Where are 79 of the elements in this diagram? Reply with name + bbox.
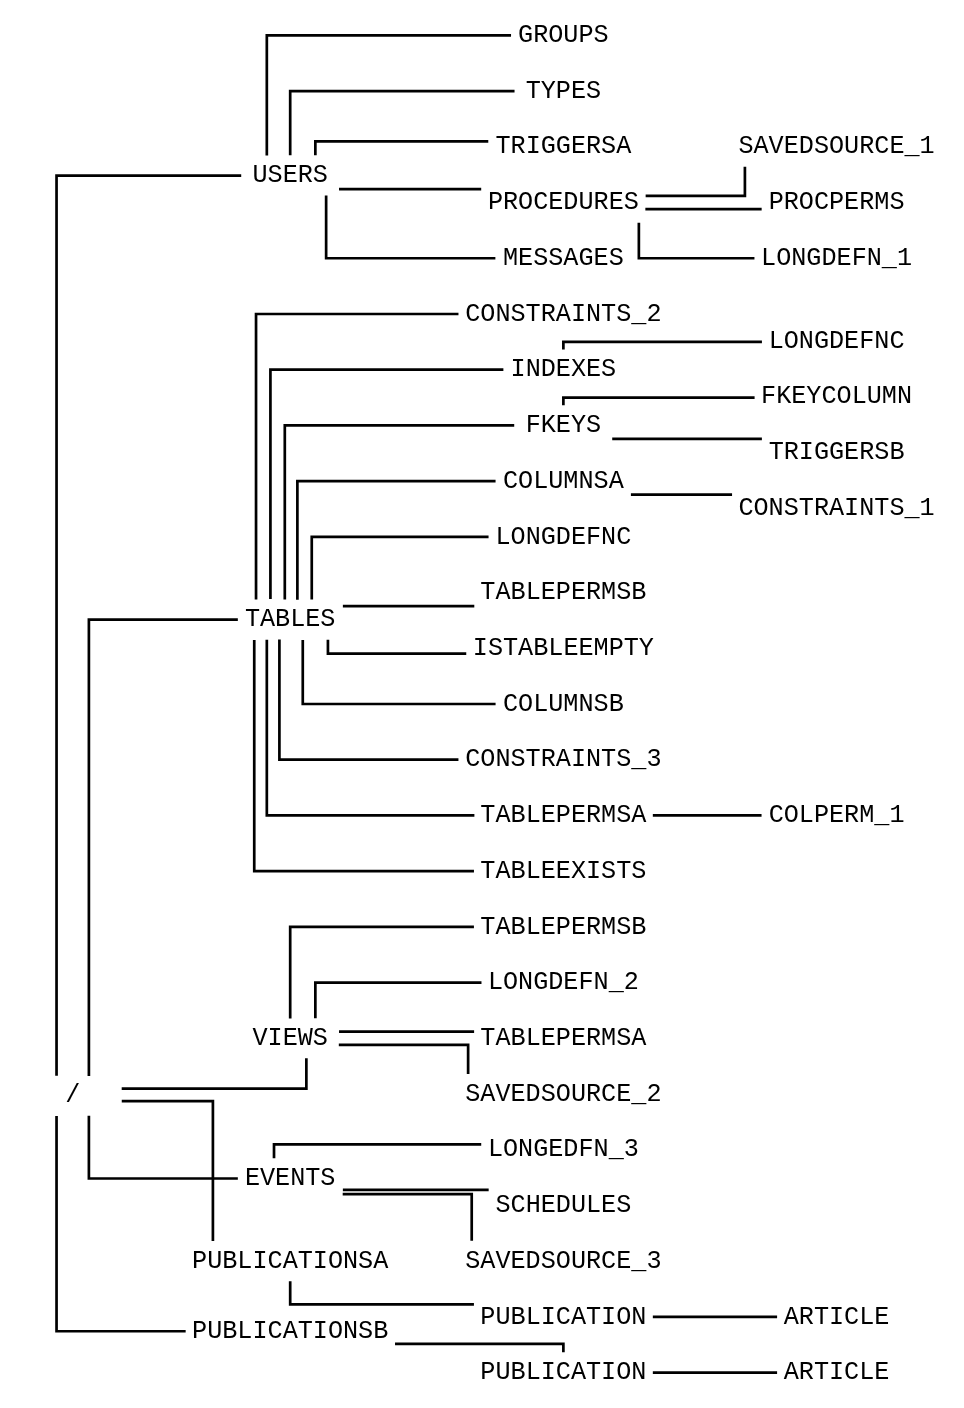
connector [87, 1115, 238, 1180]
node-text: PUBLICATION [479, 1302, 646, 1332]
node-text: EVENTS [244, 1164, 335, 1194]
connector [252, 640, 474, 873]
node-text: LONGDEFNC [494, 522, 631, 552]
node-text: TABLEEXISTS [479, 856, 646, 886]
node-text: VIEWS [251, 1023, 328, 1053]
connector [295, 479, 496, 600]
connector [87, 618, 238, 1076]
node-text: TABLEPERMSA [479, 1023, 646, 1053]
node-text: COLUMNSA [502, 466, 624, 496]
node-text: PROCEDURES [487, 188, 639, 218]
node-text: ARTICLE [783, 1358, 889, 1388]
node-text: PUBLICATIONSB [191, 1316, 388, 1346]
connector [282, 424, 514, 600]
node-text: ARTICLE [783, 1302, 889, 1332]
connector [288, 925, 474, 1019]
node-text: FKEYS [525, 411, 601, 441]
node-text: TRIGGERSB [768, 438, 905, 468]
connector [611, 437, 762, 441]
node-text: TRIGGERSA [494, 132, 631, 162]
connector [300, 640, 496, 706]
node-text: SAVEDSOURCE_2 [464, 1079, 662, 1109]
connector [288, 89, 515, 156]
connector [342, 604, 474, 608]
connector [644, 207, 762, 211]
connector [121, 1099, 214, 1241]
connector [630, 493, 732, 496]
node-text: PUBLICATIONSA [191, 1246, 388, 1276]
node-text: USERS [251, 161, 328, 191]
node-text: TABLES [244, 605, 335, 635]
connector [313, 981, 481, 1019]
connector [309, 535, 489, 600]
node-text: INDEXES [510, 355, 616, 385]
connector [254, 312, 458, 600]
node-text: LONGDEFNC [768, 326, 905, 356]
connector [338, 1043, 469, 1075]
connector [264, 639, 474, 817]
connector [338, 1030, 474, 1034]
node-text: LONGDEFN_2 [487, 968, 639, 998]
node-text: TABLEPERMSB [479, 578, 646, 608]
connector [326, 639, 466, 656]
connector [288, 1281, 474, 1306]
node-text: CONSTRAINTS_1 [737, 493, 935, 523]
connector [268, 368, 503, 600]
node-text: PROCPERMS [768, 188, 905, 218]
connector [313, 140, 488, 156]
node-text: CONSTRAINTS_3 [464, 745, 662, 775]
node-text: SAVEDSOURCE_3 [464, 1246, 662, 1276]
connector [324, 195, 495, 260]
node-text: TABLEPERMSA [479, 801, 646, 831]
node-text: ISTABLEEMPTY [472, 633, 654, 663]
node-text: CONSTRAINTS_2 [464, 299, 662, 329]
connector [54, 174, 241, 1076]
connector [652, 814, 762, 817]
connector [342, 1192, 473, 1241]
node-text: COLPERM_1 [768, 801, 905, 831]
node-text: LONGEDFN_3 [487, 1135, 639, 1165]
node-text: LONGDEFN_1 [760, 243, 912, 273]
node-text: GROUPS [517, 21, 609, 51]
node-text: / [64, 1081, 80, 1111]
node-text: SCHEDULES [494, 1191, 631, 1221]
connector [338, 187, 481, 191]
connector [645, 166, 746, 198]
node-text: FKEYCOLUMN [760, 382, 912, 412]
node-text: SAVEDSOURCE_1 [737, 132, 935, 162]
node-text: MESSAGES [502, 243, 624, 273]
connector [54, 1115, 186, 1333]
connector [652, 1371, 777, 1374]
connector [637, 222, 754, 260]
node-text: PUBLICATION [479, 1358, 646, 1388]
connector [652, 1315, 777, 1319]
node-text: TYPES [525, 76, 601, 106]
connector [121, 1058, 308, 1090]
connector [277, 639, 458, 762]
node-text: COLUMNSB [502, 689, 624, 719]
connector [264, 34, 511, 156]
node-text: TABLEPERMSB [479, 912, 646, 942]
connector [342, 1188, 489, 1192]
